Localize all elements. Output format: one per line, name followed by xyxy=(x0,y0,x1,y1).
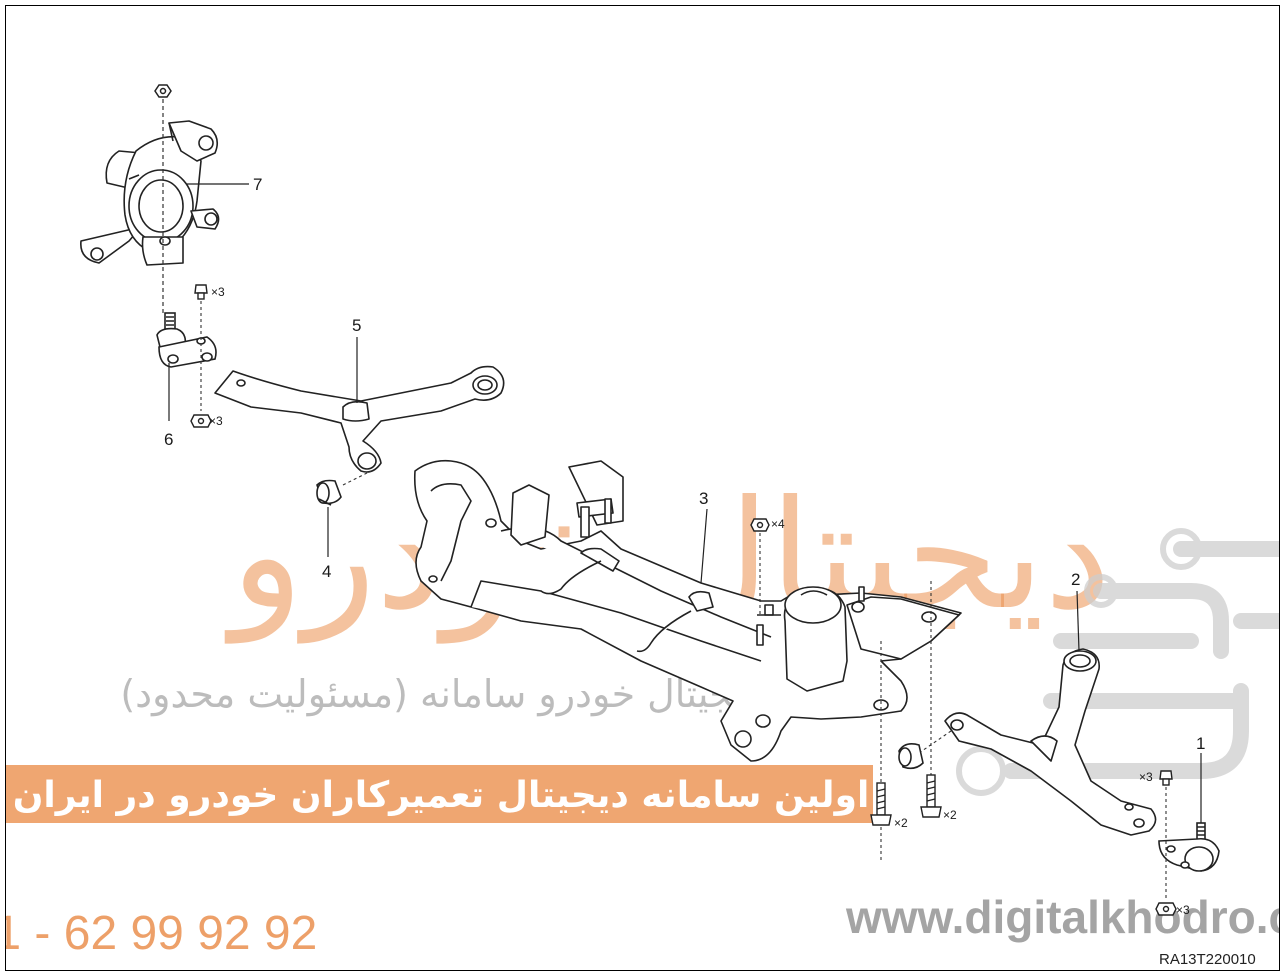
quantity-label: ×3 xyxy=(209,414,223,428)
part-6-ball-joint xyxy=(156,312,217,368)
leader-line-2 xyxy=(1076,590,1080,652)
quantity-label: ×3 xyxy=(1139,770,1153,784)
bolt-icon xyxy=(1159,770,1173,786)
watermark: دیجیتال خودرو شرکت دیجیتال خودرو سامانه … xyxy=(6,469,1280,960)
callouts xyxy=(168,183,1202,823)
bolt-icon xyxy=(870,782,892,826)
part-1-ball-joint xyxy=(1158,822,1220,872)
exploded-view-diagram: دیجیتال خودرو شرکت دیجیتال خودرو سامانه … xyxy=(6,84,1280,968)
part-2-lower-control-arm xyxy=(944,648,1157,836)
callout-number: 2 xyxy=(1071,570,1080,589)
quantity-label: ×3 xyxy=(1176,903,1190,917)
bushing-axis-line xyxy=(342,470,372,486)
nut-icon xyxy=(1155,902,1177,916)
callout-number: 6 xyxy=(164,430,173,449)
watermark-phone: 021 - 62 99 92 92 xyxy=(6,907,317,960)
bolt-icon xyxy=(194,284,208,300)
callout-number: 4 xyxy=(322,562,331,581)
quantity-label: ×4 xyxy=(771,517,785,531)
figure-code: RA13T220010 xyxy=(1159,951,1256,968)
quantity-label: ×2 xyxy=(894,816,908,830)
watermark-website: www.digitalkhodro.com xyxy=(845,891,1280,943)
callout-number: 7 xyxy=(253,175,262,194)
watermark-banner-text: اولین سامانه دیجیتال تعمیرکاران خودرو در… xyxy=(13,775,870,816)
bolt-icon xyxy=(920,774,942,818)
part-7-steering-knuckle xyxy=(80,120,220,266)
nut-icon xyxy=(154,84,172,98)
nut-icon xyxy=(750,518,770,532)
part-4-bushing xyxy=(316,479,342,506)
callout-number: 3 xyxy=(699,489,708,508)
leader-line-3 xyxy=(700,508,708,584)
quantity-label: ×3 xyxy=(211,285,225,299)
bushing-axis-line xyxy=(918,730,952,754)
callout-number: 1 xyxy=(1196,734,1205,753)
watermark-banner xyxy=(6,765,873,823)
bushing xyxy=(898,743,924,770)
part-5-lower-control-arm xyxy=(214,365,505,473)
nut-icon xyxy=(190,414,212,428)
callout-number: 5 xyxy=(352,316,361,335)
quantity-label: ×2 xyxy=(943,808,957,822)
diagram-frame: دیجیتال خودرو شرکت دیجیتال خودرو سامانه … xyxy=(5,5,1280,971)
